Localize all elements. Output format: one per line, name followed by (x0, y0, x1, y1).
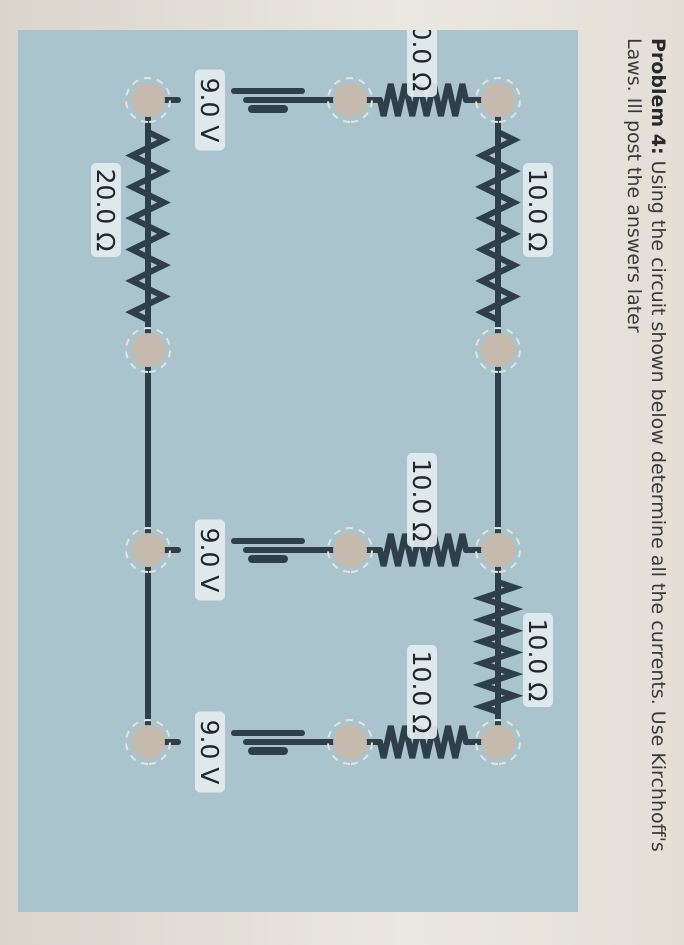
node-8-ring (327, 77, 373, 123)
label-resistor-right-top-text: 10.0 Ω (407, 459, 436, 542)
node-9-ring (327, 527, 373, 573)
problem-label: Problem 4: (647, 38, 669, 155)
circuit-panel: 10.0 Ω 10.0 Ω 20.0 Ω 10.0 Ω 10.0 Ω 10.0 Ω 9.0 … (18, 30, 578, 912)
label-resistor-left-bottom-text: 20.0 Ω (91, 169, 120, 252)
node-5 (131, 333, 165, 367)
node-10-ring (327, 719, 373, 765)
label-battery-center-bg (195, 519, 225, 601)
resistor-center-top (472, 579, 524, 715)
resistor-right-mid (377, 725, 469, 759)
resistor-left-bottom (125, 129, 171, 323)
resistors (125, 83, 524, 759)
node-4-ring (125, 77, 171, 123)
label-resistor-right-top: 10.0 Ω (407, 453, 437, 547)
node-2 (481, 533, 515, 567)
battery-right (231, 730, 305, 755)
node-1-ring (475, 327, 521, 373)
node-3 (481, 725, 515, 759)
label-battery-center-text: 9.0 V (195, 528, 224, 593)
label-battery-left: 9.0 V (195, 69, 225, 151)
node-6 (131, 533, 165, 567)
label-resistor-right-top-bg (407, 453, 437, 547)
label-resistor-left-mid-bg (407, 30, 437, 97)
problem-text: Using the circuit shown below determine … (623, 38, 669, 852)
label-battery-right-bg (195, 711, 225, 793)
node-2-ring (475, 527, 521, 573)
resistor-left-mid (377, 83, 469, 117)
label-resistor-right-mid-text: 10.0 Ω (407, 651, 436, 734)
node-10 (333, 725, 367, 759)
label-resistor-left-bottom: 20.0 Ω (91, 163, 121, 257)
battery-left (231, 88, 305, 113)
node-6-ring (125, 527, 171, 573)
problem-statement: Problem 4: Using the circuit shown below… (622, 38, 670, 878)
label-resistor-right-mid: 10.0 Ω (407, 645, 437, 739)
node-9 (333, 533, 367, 567)
nodes (125, 77, 521, 765)
label-resistor-right-mid-bg (407, 645, 437, 739)
node-1 (481, 333, 515, 367)
node-0 (481, 83, 515, 117)
label-resistor-left-top: 10.0 Ω (523, 163, 553, 257)
resistor-left-top (475, 129, 521, 323)
battery-center (231, 538, 305, 563)
batteries (231, 88, 305, 755)
label-resistor-left-mid-text: 10.0 Ω (407, 30, 436, 91)
label-resistor-left-mid: 10.0 Ω (407, 30, 437, 97)
labels: 10.0 Ω 10.0 Ω 20.0 Ω 10.0 Ω 10.0 Ω 10.0 Ω 9.0 … (91, 30, 553, 793)
node-7-ring (125, 719, 171, 765)
label-resistor-left-top-bg (523, 163, 553, 257)
node-8 (333, 83, 367, 117)
node-5-ring (125, 327, 171, 373)
label-battery-center: 9.0 V (195, 519, 225, 601)
circuit-diagram: 10.0 Ω 10.0 Ω 20.0 Ω 10.0 Ω 10.0 Ω 10.0 Ω 9.0 … (91, 30, 553, 793)
node-0-ring (475, 77, 521, 123)
label-battery-left-text: 9.0 V (195, 78, 224, 143)
label-resistor-center-top-text: 10.0 Ω (523, 619, 552, 702)
label-battery-right: 9.0 V (195, 711, 225, 793)
label-battery-left-bg (195, 69, 225, 151)
node-4 (131, 83, 165, 117)
label-battery-right-text: 9.0 V (195, 720, 224, 785)
node-7 (131, 725, 165, 759)
label-resistor-center-top-bg (523, 613, 553, 707)
node-3-ring (475, 719, 521, 765)
label-resistor-left-top-text: 10.0 Ω (523, 169, 552, 252)
resistor-right-top (377, 533, 469, 567)
wires (145, 97, 501, 745)
label-resistor-left-bottom-bg (91, 163, 121, 257)
label-resistor-center-top: 10.0 Ω (523, 613, 553, 707)
